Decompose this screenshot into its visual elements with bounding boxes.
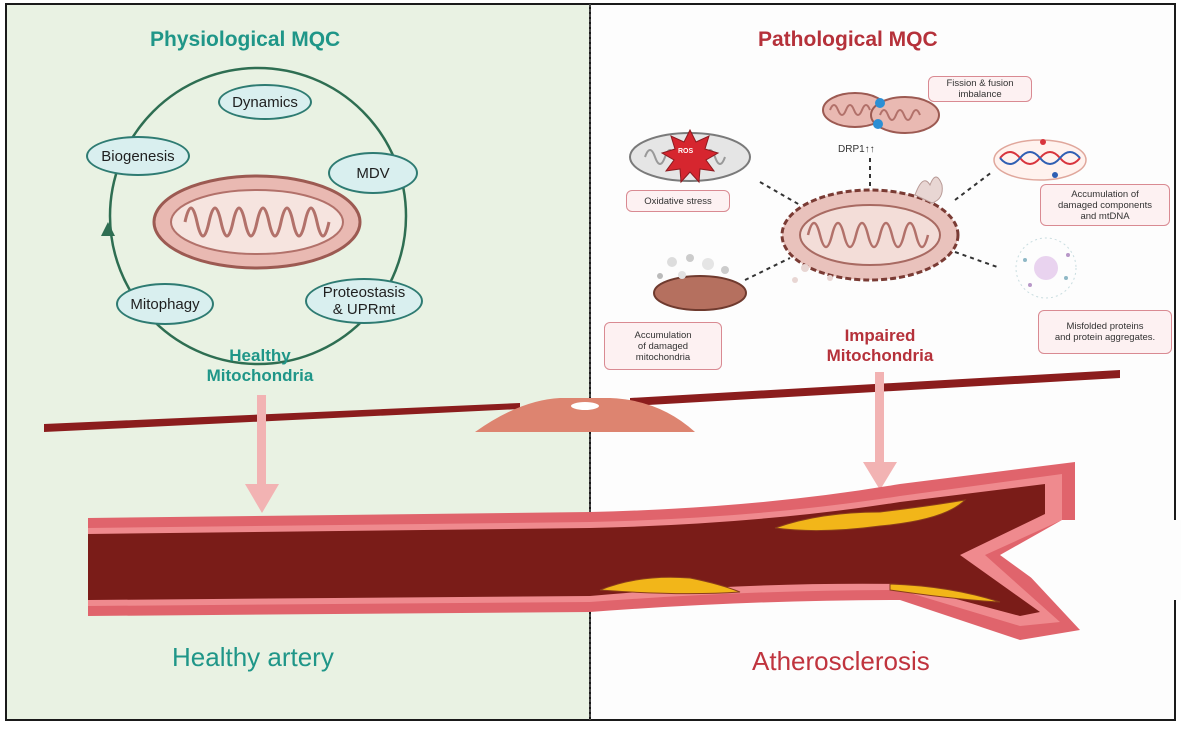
mqc-cycle-ring xyxy=(108,66,408,366)
drp1-label: DRP1↑↑ xyxy=(838,144,875,155)
box-misfolded-proteins: Misfolded proteins and protein aggregate… xyxy=(1038,310,1172,354)
healthy-artery-label: Healthy artery xyxy=(172,642,334,672)
healthy-mitochondrion xyxy=(152,174,362,270)
dashed-connectors xyxy=(744,158,1001,281)
node-mitophagy: Mitophagy xyxy=(116,283,214,325)
ros-mitochondrion xyxy=(629,128,751,184)
endothelial-nucleus xyxy=(569,400,601,412)
plaque-lower-left xyxy=(599,576,741,595)
node-proteostasis: Proteostasis & UPRmt xyxy=(305,278,423,324)
box-oxidative-stress: Oxidative stress xyxy=(626,190,730,212)
fission-mitochondria xyxy=(822,92,940,134)
arrow-healthy xyxy=(245,395,279,513)
impaired-mitochondria-caption: Impaired Mitochondria xyxy=(826,326,934,365)
broken-mitochondrion xyxy=(653,254,747,311)
dna-mitochondrion xyxy=(993,139,1087,181)
endothelial-cell xyxy=(475,398,695,432)
cycle-arrowhead xyxy=(101,222,115,236)
endothelium-left xyxy=(44,403,520,432)
protein-aggregates xyxy=(1015,237,1077,299)
box-accumulation-mitochondria: Accumulation of damaged mitochondria xyxy=(604,322,722,370)
ros-burst xyxy=(660,128,720,184)
plaque-lower-right xyxy=(889,583,1001,603)
artery-lumen xyxy=(88,484,1045,616)
central-impaired-mitochondrion xyxy=(780,176,960,283)
healthy-mitochondria-caption: Healthy Mitochondria xyxy=(206,346,314,385)
node-mdv: MDV xyxy=(328,152,418,194)
ros-label: ROS xyxy=(678,148,694,155)
box-accumulation-components: Accumulation of damaged components and m… xyxy=(1040,184,1170,226)
arrow-impaired xyxy=(863,372,897,490)
plaque-upper xyxy=(774,499,967,532)
atherosclerosis-label: Atherosclerosis xyxy=(752,646,930,676)
left-panel-title: Physiological MQC xyxy=(150,28,341,51)
node-biogenesis: Biogenesis xyxy=(86,136,190,176)
artery-branch-gap xyxy=(1000,520,1181,600)
box-fission-fusion: Fission & fusion imbalance xyxy=(928,76,1032,102)
right-panel-title: Pathological MQC xyxy=(758,28,938,51)
node-dynamics: Dynamics xyxy=(218,84,312,120)
